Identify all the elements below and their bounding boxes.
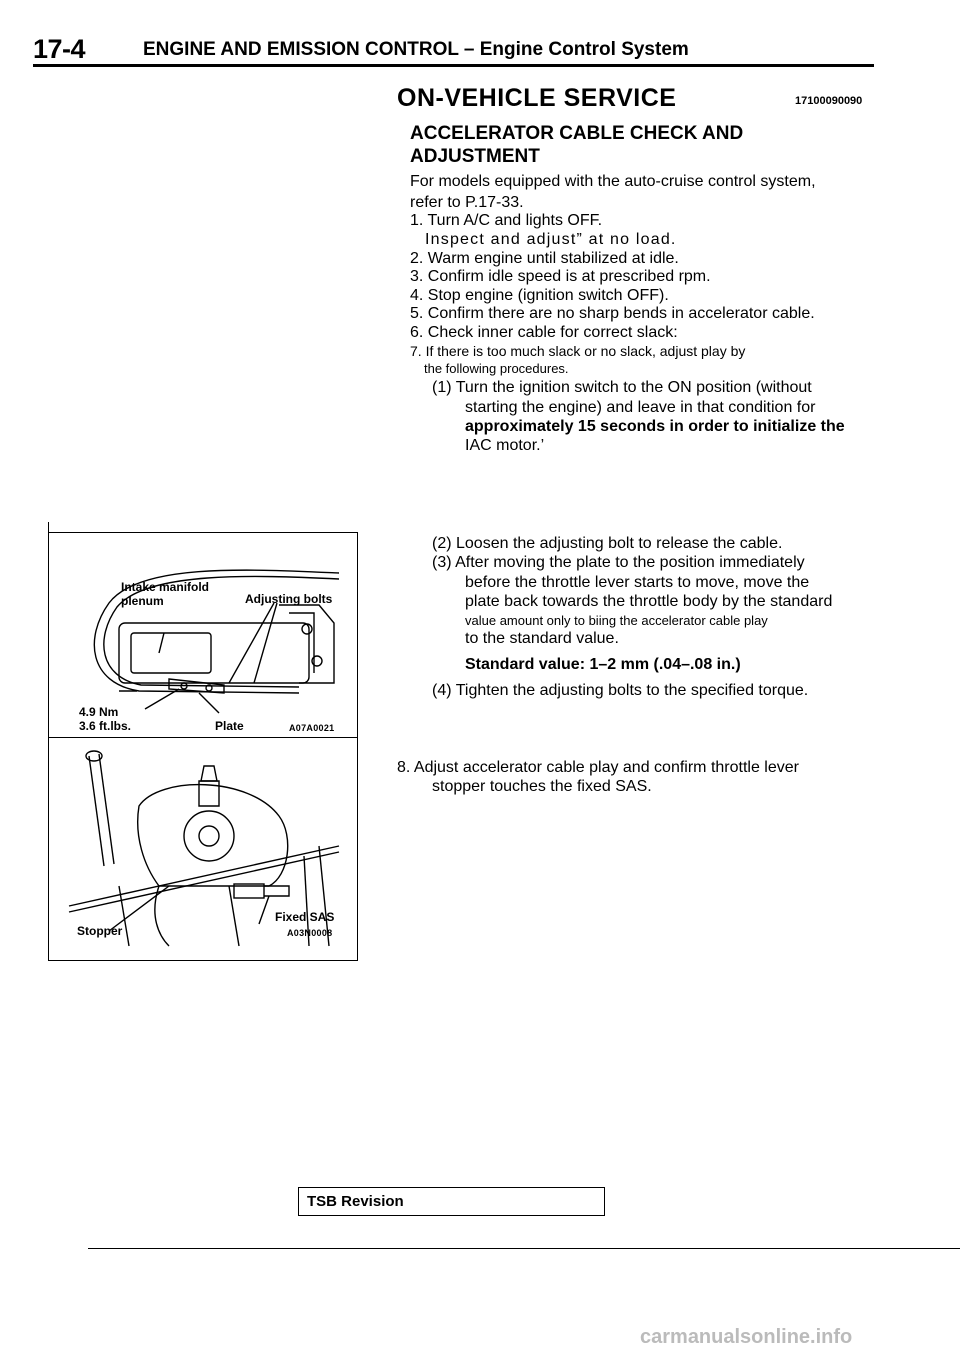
label-torque-ft: 3.6 ft.lbs. <box>79 719 132 733</box>
sub-1-a: (1) Turn the ignition switch to the ON p… <box>432 379 812 396</box>
figure-1-code: A07A0021 <box>289 723 335 733</box>
figure-accelerator-cable: Intake manifold plenum Adjusting bolts 4… <box>48 532 358 738</box>
step-8-a: 8. Adjust accelerator cable play and con… <box>397 759 799 776</box>
label-intake-manifold: Intake manifold <box>121 580 210 594</box>
step-7-b: the following procedures. <box>424 361 569 376</box>
step-3: 3. Confirm idle speed is at prescribed r… <box>410 268 711 285</box>
figure-2-code: A03N0008 <box>287 928 333 938</box>
throttle-diagram-drawing <box>68 750 340 947</box>
footer-rule <box>88 1248 960 1249</box>
sub-2: (2) Loosen the adjusting bolt to release… <box>432 535 783 552</box>
sub-4: (4) Tighten the adjusting bolts to the s… <box>432 682 809 699</box>
step-2: 2. Warm engine until stabilized at idle. <box>410 250 679 267</box>
step-7: 7. If there is too much slack or no slac… <box>410 343 746 359</box>
page-number: 17-4 <box>33 34 86 64</box>
step-1: 1. Turn A/C and lights OFF. <box>410 212 603 229</box>
label-torque-nm: 4.9 Nm <box>79 705 119 719</box>
label-fixed-sas: Fixed SAS <box>275 910 335 924</box>
figure-throttle-stopper: Stopper Fixed SAS A03N0008 <box>48 736 358 961</box>
tsb-revision-box <box>298 1187 605 1216</box>
section-title: ON-VEHICLE SERVICE <box>397 84 677 112</box>
sub-3-b: before the throttle lever starts to move… <box>465 574 810 591</box>
step-5: 5. Confirm there are no sharp bends in a… <box>410 305 815 322</box>
tsb-revision-label: TSB Revision <box>307 1193 404 1210</box>
sub-3-e: to the standard value. <box>465 630 619 647</box>
cable-diagram-drawing <box>93 569 340 714</box>
header-title: ENGINE AND EMISSION CONTROL – Engine Con… <box>143 39 689 60</box>
standard-value: Standard value: 1–2 mm (.04–.08 in.) <box>465 656 741 673</box>
header-rule <box>33 64 874 67</box>
step-4: 4. Stop engine (ignition switch OFF). <box>410 287 669 304</box>
sub-3-a: (3) After moving the plate to the positi… <box>432 554 805 571</box>
subsection-title: ACCELERATOR CABLE CHECK AND ADJUSTMENT <box>410 123 744 167</box>
step-8-b: stopper touches the fixed SAS. <box>432 778 652 795</box>
intro-line-1: For models equipped with the auto-cruise… <box>410 173 816 190</box>
label-plenum: plenum <box>121 594 164 608</box>
sub-3-c: plate back towards the throttle body by … <box>465 593 833 610</box>
sub-3-d: value amount only to biing the accelerat… <box>465 613 768 628</box>
watermark-url: carmanualsonline.info <box>640 1326 853 1348</box>
sub-1-c: approximately 15 seconds in order to ini… <box>465 418 845 435</box>
sub-1-d: IAC motor.’ <box>465 437 545 454</box>
label-plate: Plate <box>215 719 244 733</box>
label-stopper: Stopper <box>77 924 123 938</box>
sub-1-b: starting the engine) and leave in that c… <box>465 399 816 416</box>
intro-line-2: refer to P.17-33. <box>410 194 524 211</box>
section-code: 17100090090 <box>795 95 863 107</box>
label-adjusting-bolts: Adjusting bolts <box>245 592 333 606</box>
step-1-b: Inspect and adjust” at no load. <box>425 231 677 248</box>
step-6: 6. Check inner cable for correct slack: <box>410 324 678 341</box>
